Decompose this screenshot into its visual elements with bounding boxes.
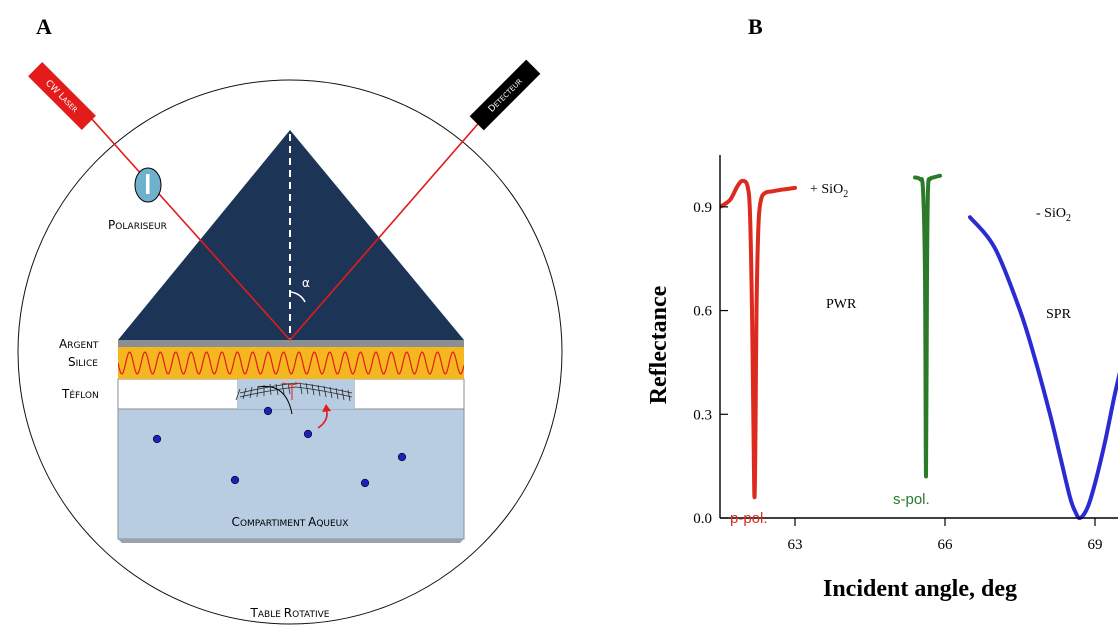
series-line-s-pol- bbox=[913, 173, 942, 479]
minus-sio2-label: - SiO2 bbox=[1036, 206, 1071, 224]
aqueous-bottom-shadow bbox=[118, 539, 464, 543]
angle-arc bbox=[289, 291, 306, 303]
silica-wave bbox=[118, 351, 464, 375]
molecule-dot bbox=[303, 429, 313, 439]
lipid-membrane bbox=[235, 382, 353, 402]
detector-box: DETECTEUR bbox=[469, 59, 541, 131]
molecule-dot bbox=[360, 478, 370, 488]
x-tick-label: 66 bbox=[938, 537, 954, 553]
silver-label: ARGENT bbox=[59, 337, 99, 351]
x-axis-title: Incident angle, deg bbox=[823, 576, 1017, 602]
molecules bbox=[152, 406, 407, 488]
s-pol-label: s-pol. bbox=[893, 491, 930, 508]
molecule-dot bbox=[152, 434, 162, 444]
reflected-beam bbox=[289, 109, 491, 341]
silica-label: SILICE bbox=[68, 355, 98, 369]
detector-body bbox=[469, 59, 541, 131]
y-axis-title: Reflectance bbox=[646, 285, 672, 404]
insertion-arc bbox=[257, 385, 293, 415]
panel-b-letter: B bbox=[748, 14, 763, 39]
molecule-dot bbox=[230, 475, 240, 485]
polarizer-slit bbox=[146, 174, 150, 194]
inserted-peptide bbox=[282, 382, 301, 400]
panel-a-letter: A bbox=[36, 14, 52, 39]
rotating-table-circle bbox=[17, 79, 563, 625]
pwr-label: PWR bbox=[826, 297, 857, 312]
alpha-symbol: α bbox=[302, 276, 310, 290]
y-tick-label: 0.6 bbox=[693, 304, 712, 320]
polarizer-label: POLARISEUR bbox=[108, 218, 167, 232]
insertion-arrow-head bbox=[322, 404, 331, 412]
incident-beam bbox=[81, 107, 291, 341]
y-tick-label: 0.3 bbox=[693, 407, 712, 423]
molecule-dot bbox=[263, 406, 273, 416]
plus-sio2-label: + SiO2 bbox=[810, 182, 848, 200]
series-line-p-pol- bbox=[720, 178, 797, 500]
teflon-label: TÉFLON bbox=[61, 387, 99, 401]
p-pol-label: p-pol. bbox=[730, 510, 768, 527]
y-tick-label: 0.9 bbox=[693, 200, 712, 216]
laser-box: CW LASER bbox=[28, 62, 96, 130]
x-tick-label: 63 bbox=[788, 537, 803, 553]
x-tick-label: 69 bbox=[1088, 537, 1103, 553]
spr-label: SPR bbox=[1046, 307, 1072, 322]
aqueous-label: COMPARTIMENT AQUEUX bbox=[232, 515, 349, 529]
molecule-dot bbox=[397, 452, 407, 462]
rotating-table-label: TABLE ROTATIVE bbox=[250, 606, 330, 620]
y-tick-label: 0.0 bbox=[693, 511, 712, 527]
laser-body bbox=[28, 62, 96, 130]
chart-series-group bbox=[720, 173, 1118, 520]
series-line-spr bbox=[968, 215, 1118, 520]
silver-layer bbox=[118, 340, 464, 347]
